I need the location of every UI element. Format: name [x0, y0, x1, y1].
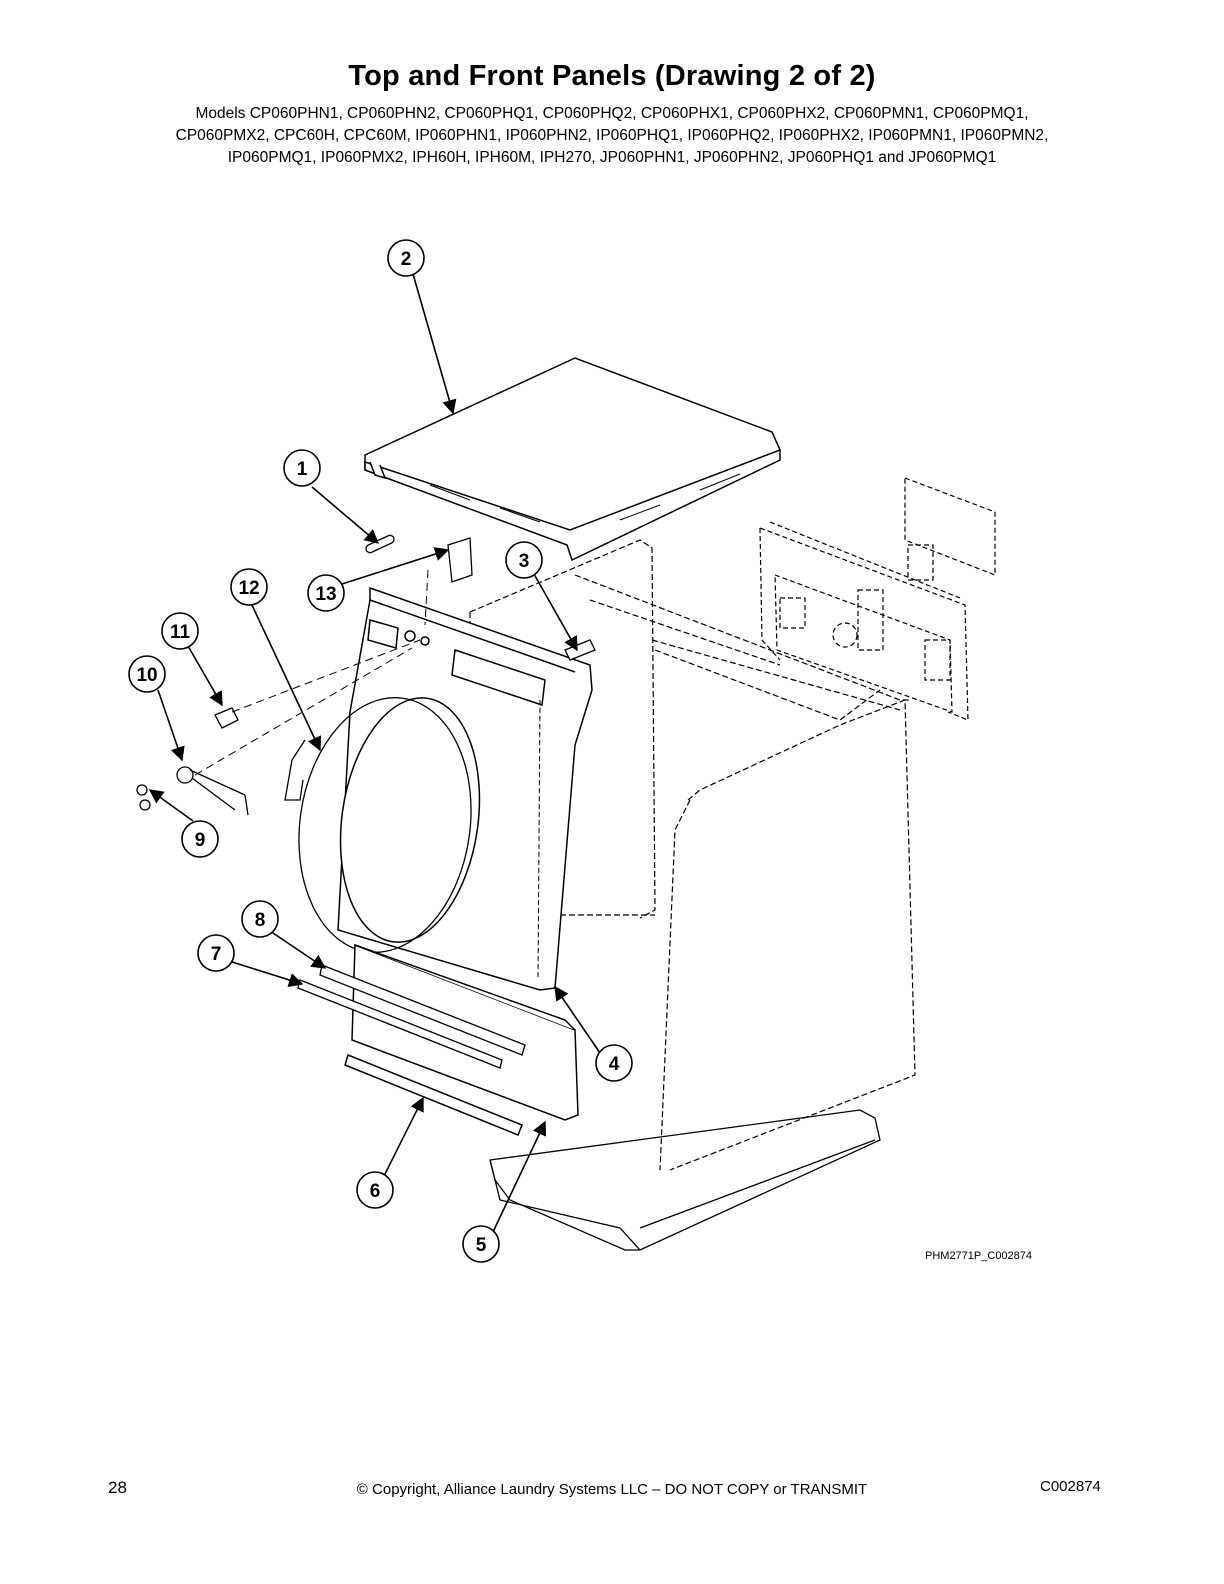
- models-line-3: IP060PMQ1, IP060PMX2, IPH60H, IPH60M, IP…: [227, 149, 997, 166]
- callout-11: 11: [161, 612, 199, 650]
- callouts: 1 2 3 4 5 6 7 8: [128, 239, 633, 1263]
- callout-5: 5: [462, 1225, 500, 1263]
- drawing-id: PHM2771P_C002874: [925, 1250, 1033, 1262]
- callout-8: 8: [241, 900, 279, 938]
- svg-text:9: 9: [195, 830, 206, 851]
- svg-text:10: 10: [136, 665, 157, 686]
- page-title: Top and Front Panels (Drawing 2 of 2): [348, 60, 876, 92]
- callout-6: 6: [356, 1171, 394, 1209]
- base-pan: [489, 1109, 881, 1251]
- assembly-guide-lines: [194, 569, 429, 776]
- svg-text:5: 5: [476, 1235, 487, 1256]
- document-code: C002874: [1040, 1478, 1101, 1495]
- models-line-2: CP060PMX2, CPC60H, CPC60M, IP060PHN1, IP…: [175, 127, 1049, 144]
- callout-1: 1: [283, 449, 321, 487]
- svg-text:3: 3: [519, 551, 530, 572]
- cabinet-outline: [469, 539, 916, 1171]
- svg-text:7: 7: [211, 944, 222, 965]
- callout-7: 7: [197, 934, 235, 972]
- svg-text:11: 11: [170, 622, 191, 643]
- trim-strips: [297, 964, 526, 1069]
- front-panel: [337, 586, 593, 991]
- svg-text:2: 2: [401, 249, 412, 270]
- svg-text:4: 4: [609, 1054, 620, 1075]
- callout-12: 12: [230, 568, 268, 606]
- top-panel: [364, 357, 781, 562]
- svg-text:6: 6: [370, 1181, 381, 1202]
- leader-arrows: [148, 273, 601, 1233]
- callout-9: 9: [181, 820, 219, 858]
- svg-text:1: 1: [297, 459, 308, 480]
- svg-text:8: 8: [255, 910, 266, 931]
- callout-2: 2: [387, 239, 425, 277]
- callout-4: 4: [595, 1044, 633, 1082]
- callout-10: 10: [128, 655, 166, 693]
- copyright-notice: © Copyright, Alliance Laundry Systems LL…: [356, 1481, 868, 1498]
- svg-text:12: 12: [238, 578, 259, 599]
- callout-13: 13: [307, 574, 345, 612]
- callout-3: 3: [505, 541, 543, 579]
- svg-text:13: 13: [315, 584, 336, 605]
- rear-bracket-panel: [759, 477, 996, 721]
- page-number: 28: [108, 1478, 127, 1497]
- models-line-1: Models CP060PHN1, CP060PHN2, CP060PHQ1, …: [195, 105, 1029, 122]
- small-parts: [136, 534, 596, 816]
- models-list: Models CP060PHN1, CP060PHN2, CP060PHQ1, …: [90, 103, 1134, 169]
